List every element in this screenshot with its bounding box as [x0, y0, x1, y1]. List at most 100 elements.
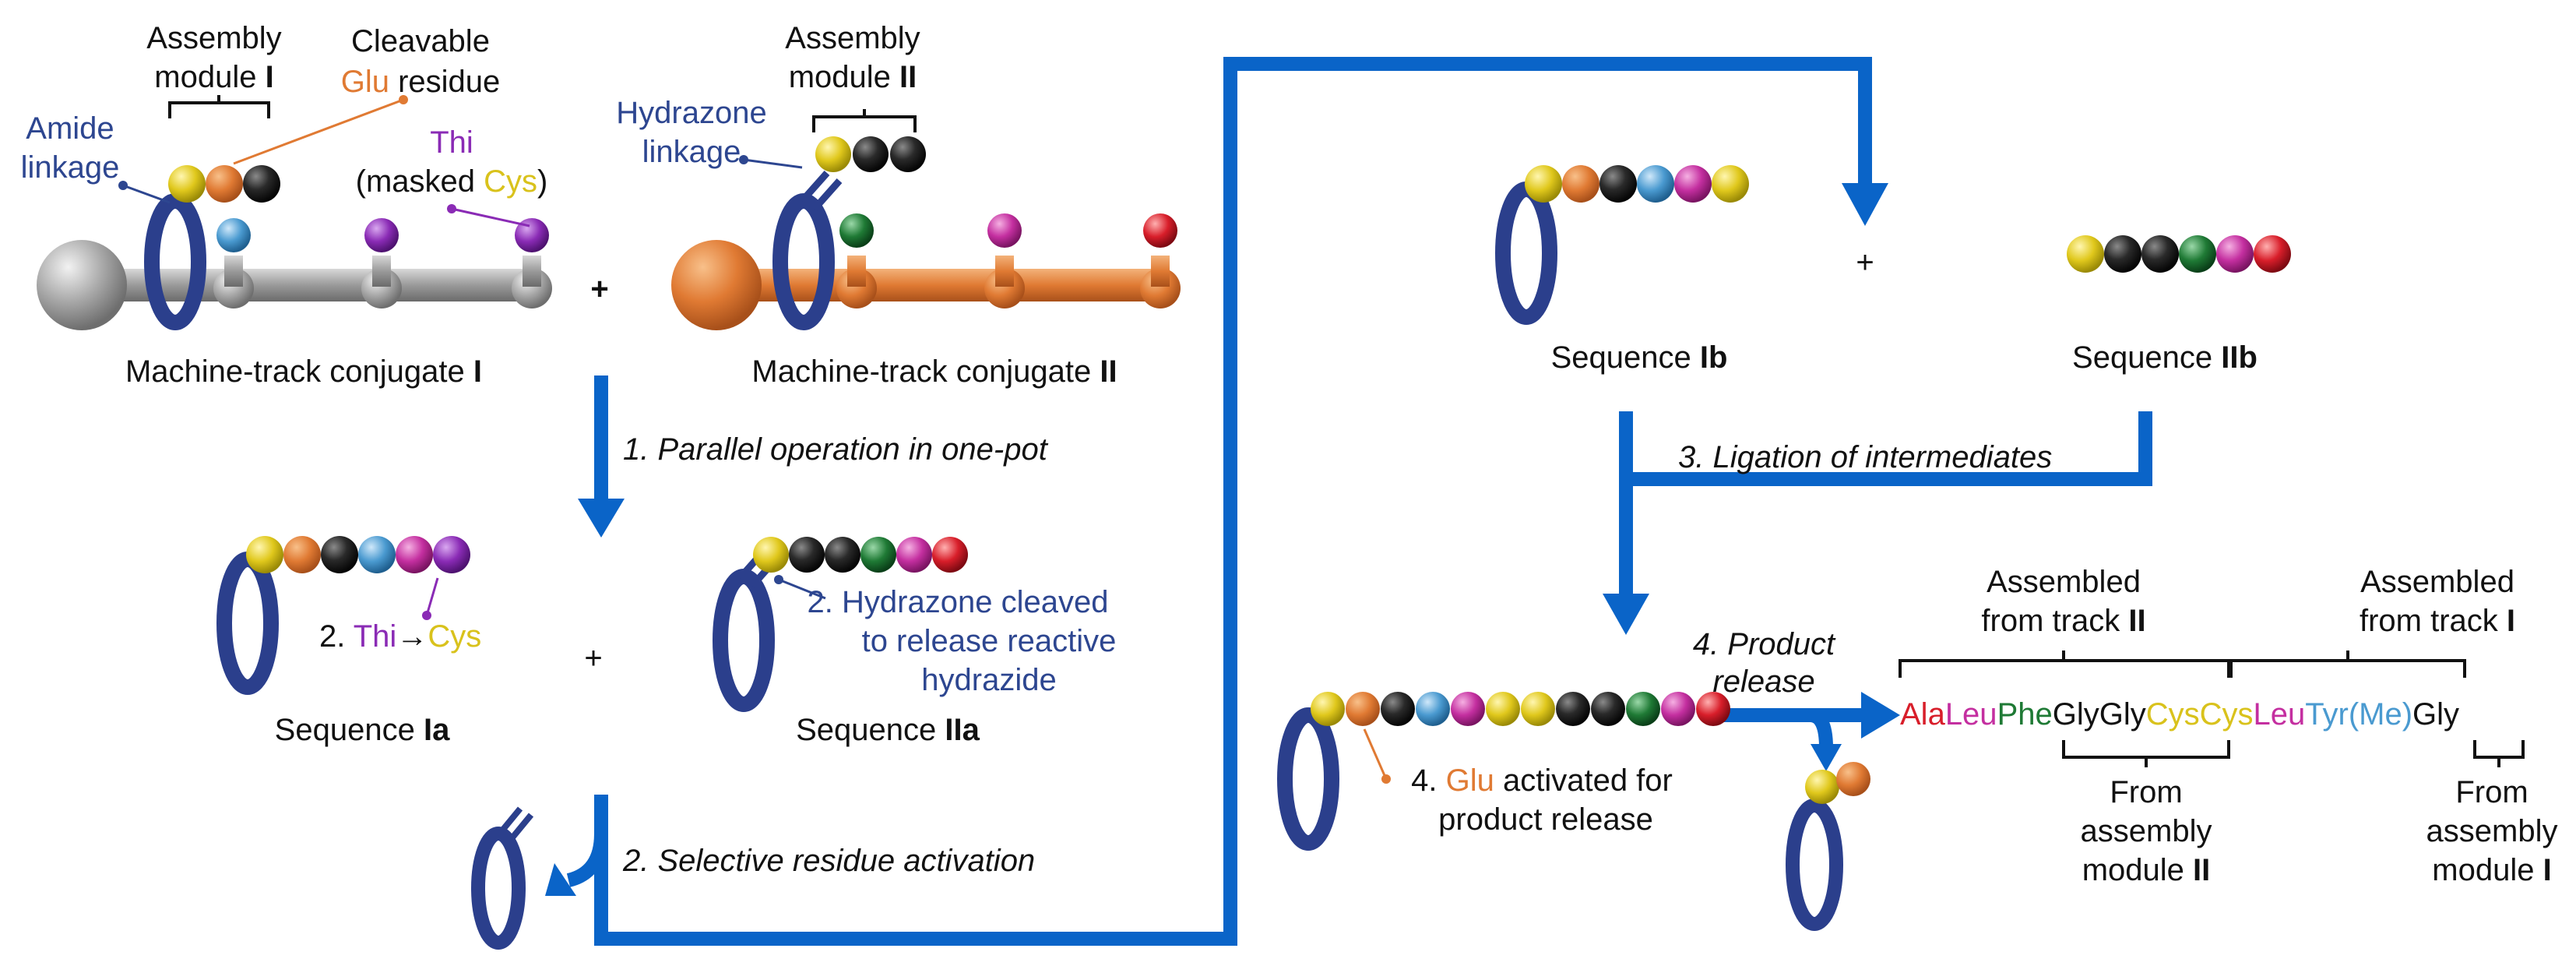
bead-yellow [1712, 165, 1749, 203]
from-module-2-label: From [2110, 775, 2182, 809]
amide-label-line2: linkage [21, 150, 120, 185]
sequence-2b-label: Sequence IIb [2072, 340, 2258, 375]
product-residue: Cys [2146, 697, 2200, 732]
bead-red [1696, 692, 1730, 726]
from-module-2-label-line2: assembly [2081, 814, 2212, 848]
bead-orange [1346, 692, 1380, 726]
sequence-1b-label: Sequence Ib [1551, 340, 1728, 375]
thi-label: Thi [430, 125, 473, 160]
hydrazone-cleaved-label: 2. Hydrazone cleaved [808, 585, 1109, 619]
hydrazone-cleaved-pointer [778, 578, 826, 600]
bead-orange [1562, 165, 1599, 203]
module-1-bracket [2473, 740, 2525, 767]
step4-branch [1809, 708, 1833, 749]
product-sequence-annotations: Assembled from track II Assembled from t… [1899, 565, 2557, 887]
plus-sign: + [1856, 245, 1874, 280]
thi-label-line2: (masked Cys) [356, 164, 548, 199]
hydrazone-label: Hydrazone [616, 96, 766, 130]
bead-black [2141, 235, 2179, 273]
glu-pointer [1363, 728, 1388, 780]
bead-cyan [1416, 692, 1450, 726]
bead-cyan [1637, 165, 1674, 203]
bead-black [890, 136, 926, 172]
bead-yellow [1486, 692, 1520, 726]
assembled-track-1-label: Assembled [2360, 565, 2514, 599]
sequence-2b: Sequence IIb [2067, 235, 2291, 375]
bead-purple [433, 536, 470, 573]
step3-arrowhead [1603, 594, 1649, 635]
step4-release-label: 4. Product [1693, 627, 1836, 661]
hydrazone-linker [799, 171, 843, 211]
product-residue: Leu [2254, 697, 2306, 732]
product-residue: Cys [2200, 697, 2254, 732]
ring-macrocycle [1786, 799, 1843, 931]
assembly-module-1-label: Assembly [146, 21, 281, 55]
sequence-2a-label: Sequence IIa [796, 713, 980, 747]
assembly-module-2-bracket [812, 109, 917, 132]
bead-black [321, 536, 358, 573]
product-residue: Gly [2099, 697, 2146, 732]
bead-magenta [1451, 692, 1485, 726]
hydrazone-pointer [743, 158, 803, 169]
bead-cyan [216, 218, 251, 252]
bead-cyan [358, 536, 396, 573]
product-residue: Gly [2053, 697, 2099, 732]
hydrazide-linker [495, 806, 534, 844]
from-module-1-label: From [2455, 775, 2528, 809]
track-stopper-grey [37, 240, 127, 330]
bead-black [1599, 165, 1637, 203]
bead-yellow [1805, 770, 1839, 804]
step3-bracket [1619, 411, 2152, 486]
bead-yellow [1311, 692, 1345, 726]
cleavable-pointer [233, 98, 404, 165]
track-1-bracket [2229, 650, 2466, 678]
amide-pointer [122, 184, 171, 204]
process-flow-arrows [545, 57, 2152, 946]
connector-arrowhead [1842, 183, 1888, 226]
product-residue: Tyr(Me) [2305, 697, 2412, 732]
ring-macrocycle [772, 193, 835, 330]
from-module-2-label-line3: module II [2082, 853, 2211, 887]
connector-line [594, 57, 1872, 946]
bead-yellow [1525, 165, 1562, 203]
step4-release-label-line2: release [1712, 665, 1814, 699]
assembled-track-2-label-line2: from track II [1981, 604, 2145, 638]
ring-macrocycle [1495, 182, 1557, 325]
bead-green [2179, 235, 2216, 273]
sequence-1a: 2. Thi→Cys Sequence Ia [216, 536, 481, 747]
amide-label: Amide [26, 111, 114, 146]
ligated-product: 4. Glu activated for product release [1277, 692, 1730, 851]
bead-magenta [396, 536, 433, 573]
glu-activated-label-line2: product release [1438, 802, 1653, 837]
track-rod-orange [701, 269, 1168, 301]
bead-magenta [1661, 692, 1695, 726]
hydrazone-label-line2: linkage [642, 135, 741, 169]
selective-activation-ring [471, 806, 534, 950]
bead-yellow [2067, 235, 2104, 273]
product-residue: Gly [2412, 697, 2459, 732]
ring-macrocycle [1277, 707, 1339, 851]
module-2-bracket [2062, 740, 2230, 767]
bead-magenta [2216, 235, 2254, 273]
step3-label: 3. Ligation of intermediates [1678, 440, 2052, 474]
bead-red [1143, 213, 1177, 248]
conjugate-2-annotations: Assembly module II Hydrazone linkage Mac… [616, 21, 1117, 389]
bead-black [1381, 692, 1415, 726]
bead-black [789, 537, 825, 573]
ring-macrocycle [216, 552, 279, 695]
step1-label: 1. Parallel operation in one-pot [623, 432, 1049, 467]
ring-macrocycle [713, 569, 775, 712]
assembly-module-1-bracket [168, 95, 270, 118]
bead-yellow [1521, 692, 1555, 726]
bead-green [1626, 692, 1660, 726]
product-sequence-text: AlaLeuPheGlyGlyCysCysLeuTyr(Me)Gly [1900, 697, 2459, 732]
sequence-2a: 2. Hydrazone cleaved to release reactive… [713, 537, 1116, 747]
thi-pointer [451, 207, 530, 227]
cleavable-label: Cleavable [351, 24, 490, 58]
bead-green [860, 537, 896, 573]
thi-cys-pointer [425, 577, 439, 616]
step1-arrowhead [578, 499, 625, 538]
plus-sign: + [590, 272, 608, 306]
assembled-track-2-label: Assembled [1987, 565, 2141, 599]
